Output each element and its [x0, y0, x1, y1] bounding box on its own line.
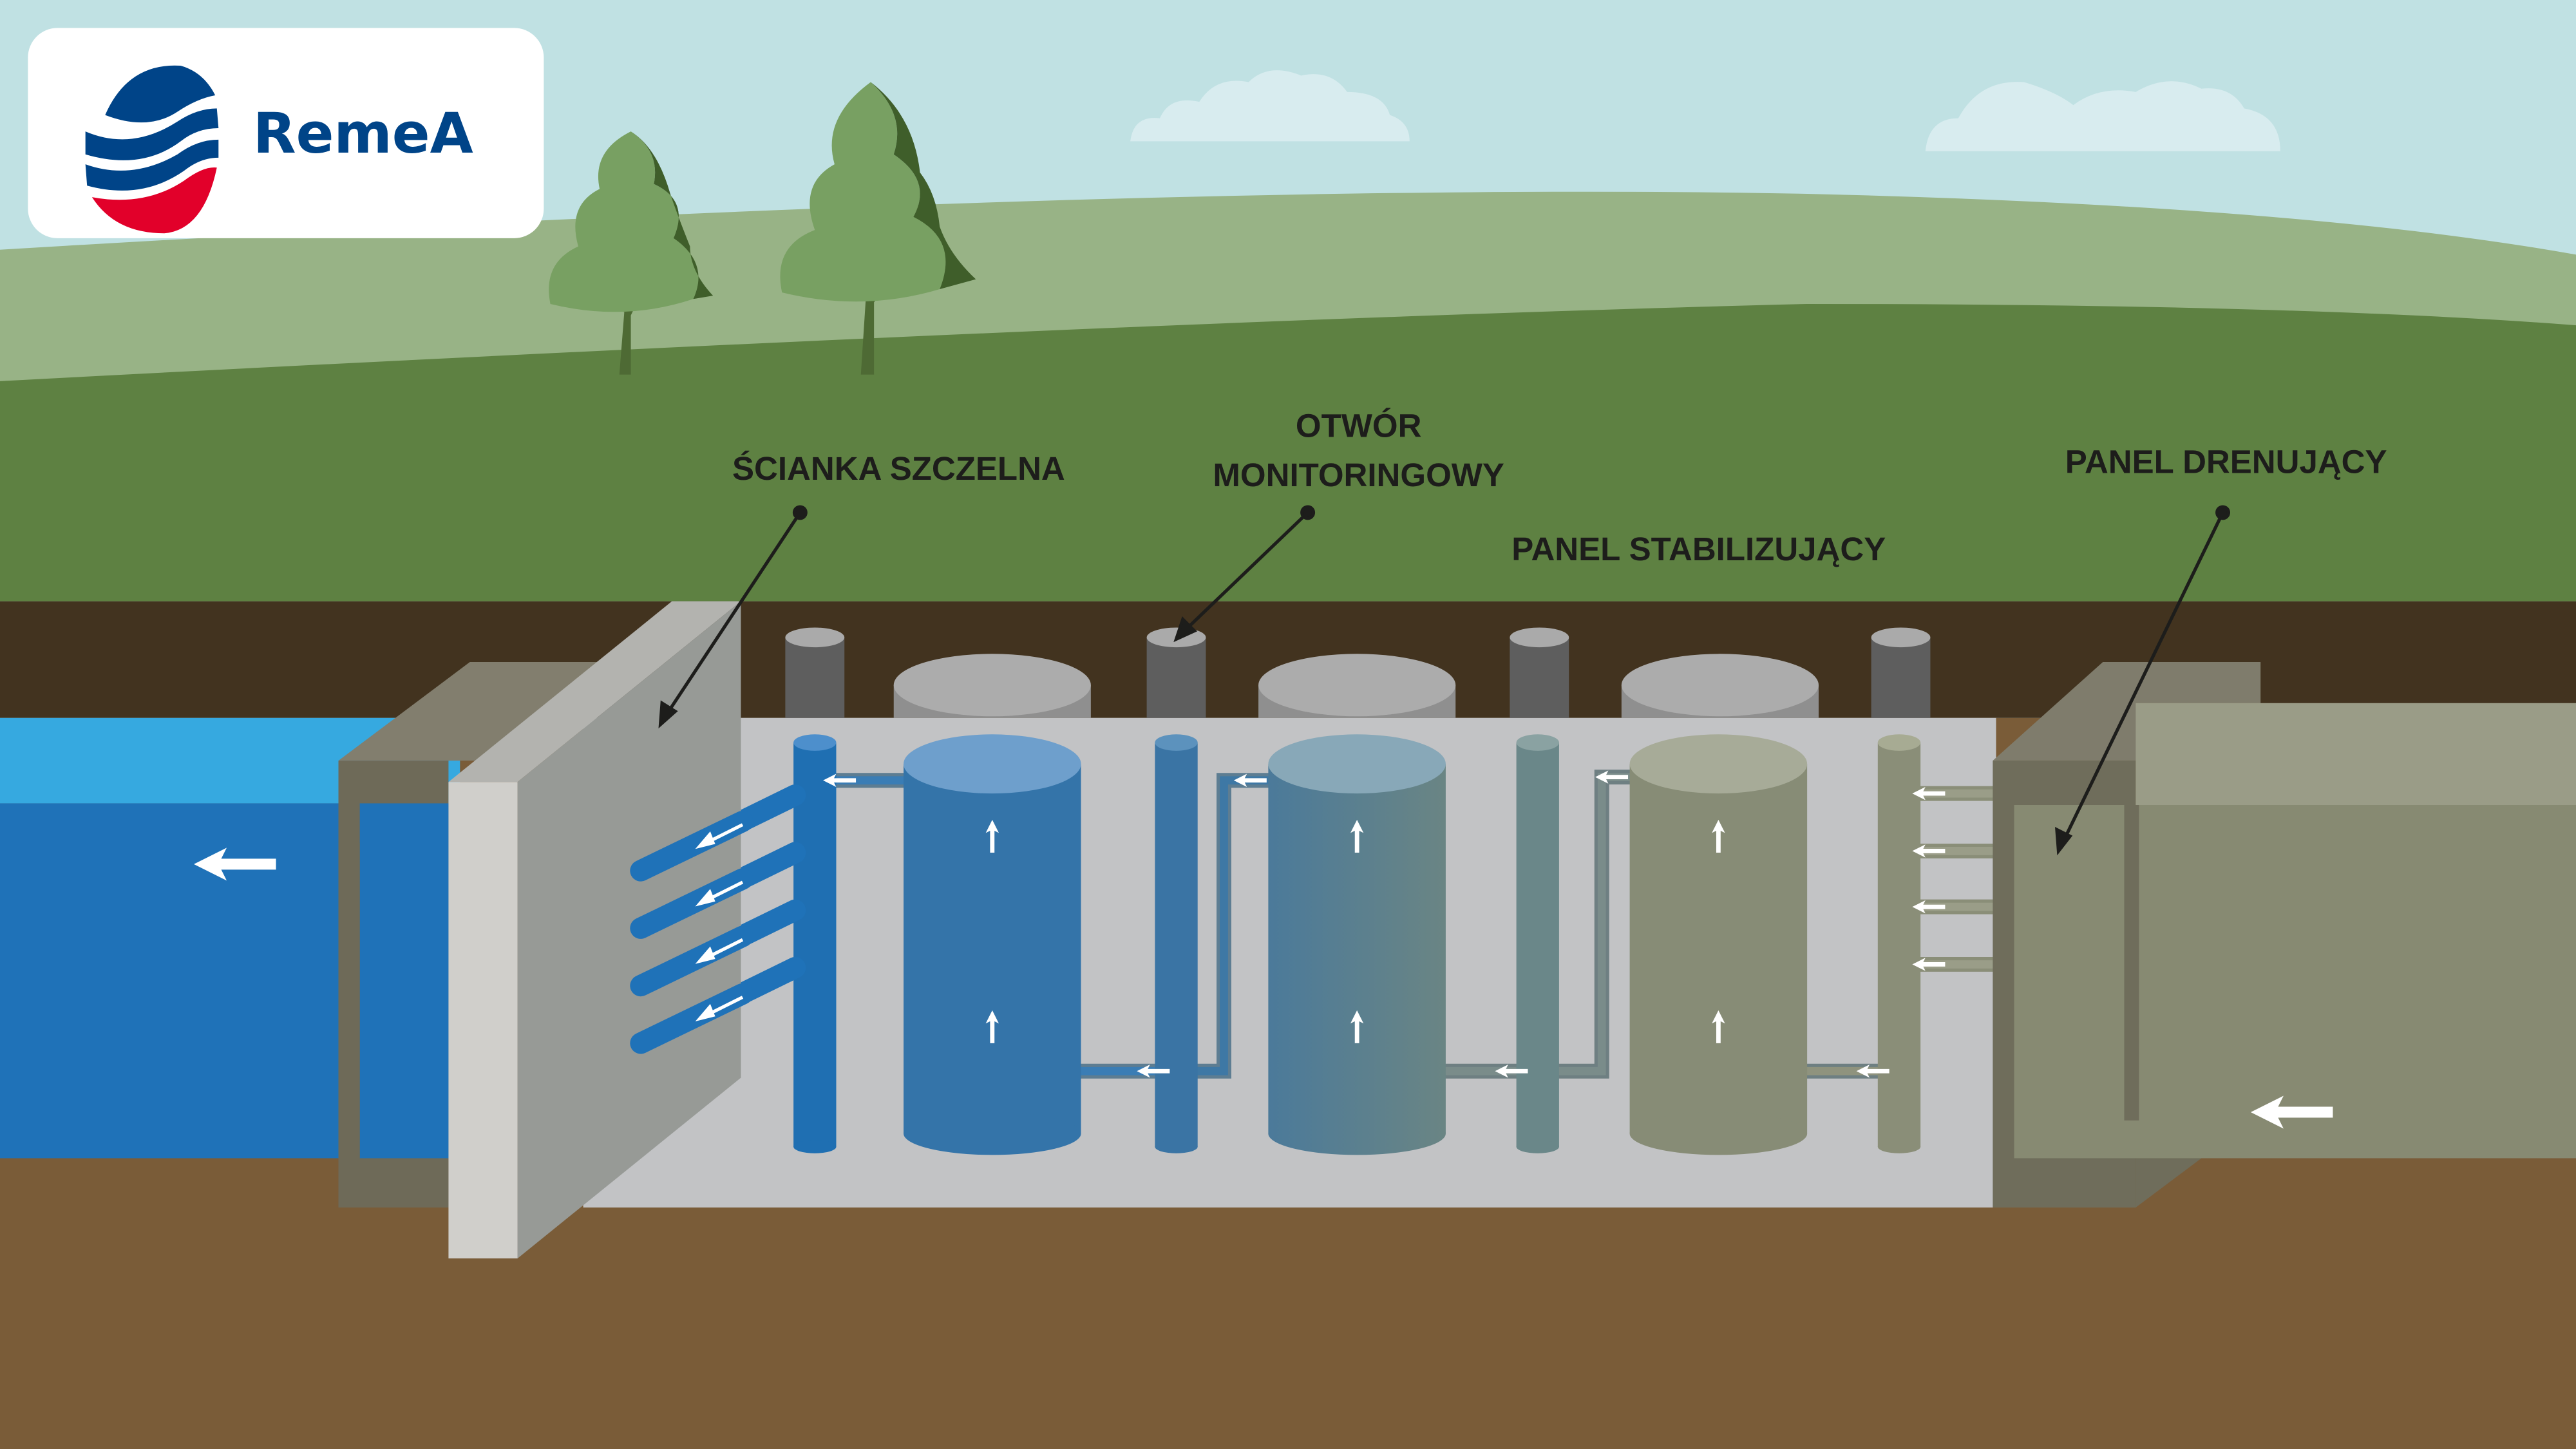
label-monitoring-well-2: MONITORINGOWY — [1213, 457, 1504, 493]
left-structure-top — [338, 662, 625, 761]
tree — [780, 82, 976, 375]
cloud — [1130, 70, 1410, 142]
left-structure-post — [338, 842, 360, 1159]
remea-logo: RemeA — [28, 28, 544, 238]
hill-dark — [0, 303, 2576, 601]
tree — [549, 131, 714, 375]
callout-leaders — [658, 505, 2231, 856]
vertical-pipe — [1877, 734, 1921, 1153]
drainage-panel — [1993, 662, 2576, 1208]
label-monitoring-well-1: OTWÓR — [1296, 408, 1422, 444]
label-sheet-wall: ŚCIANKA SZCZELNA — [732, 450, 1065, 487]
label-stabilizing-panel: PANEL STABILIZUJĄCY — [1511, 531, 1886, 567]
label-drainage-panel: PANEL DRENUJĄCY — [2065, 444, 2387, 480]
left-structure-water — [359, 803, 449, 1159]
sheet-pile-wall — [448, 601, 741, 1259]
vertical-pipe — [1516, 734, 1559, 1153]
wall-pipe-arrows — [695, 823, 744, 1022]
vertical-pipe — [1155, 734, 1198, 1153]
treatment-tank-1 — [904, 734, 1081, 1155]
treatment-tank-2 — [1268, 734, 1446, 1155]
remea-logo-text: RemeA — [253, 101, 473, 166]
treatment-tank-3 — [1629, 734, 1808, 1155]
tank-lids — [893, 654, 1819, 718]
cloud — [1925, 81, 2280, 151]
remea-logo-mark — [85, 65, 219, 234]
wall-pipe-ends — [630, 810, 753, 1054]
vertical-pipe — [793, 734, 837, 1153]
